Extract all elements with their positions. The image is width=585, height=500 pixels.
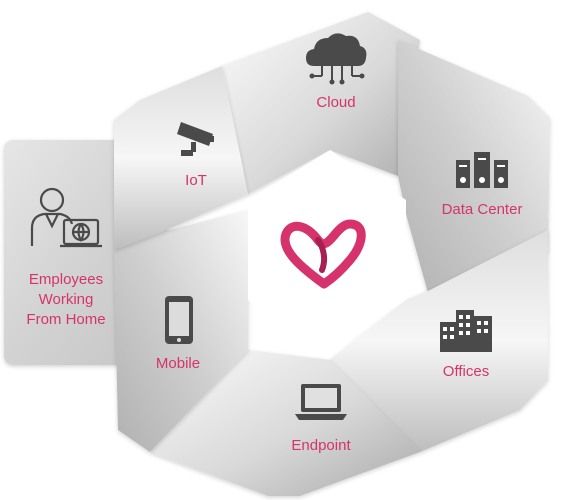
security-camera-icon xyxy=(177,122,214,156)
infinity-heart-logo xyxy=(280,219,366,289)
segment-cloud xyxy=(222,12,420,194)
highlight-label-line-3: From Home xyxy=(26,311,106,328)
segment-iot xyxy=(114,66,248,250)
segment-label-endpoint: Endpoint xyxy=(291,437,351,454)
highlight-label: Employees Working From Home xyxy=(11,270,121,330)
segment-label-cloud: Cloud xyxy=(316,94,356,111)
highlight-label-line-1: Employees xyxy=(28,271,104,288)
segment-label-offices: Offices xyxy=(442,363,490,380)
server-rack-icon xyxy=(456,152,508,188)
segment-endpoint xyxy=(150,350,420,496)
laptop-icon xyxy=(295,384,347,420)
remote-worker-icon xyxy=(30,187,102,248)
center-hexagon xyxy=(248,150,406,350)
office-building-icon xyxy=(440,310,492,352)
segment-label-data-center: Data Center xyxy=(441,201,523,218)
highlight-label-line-2: Working xyxy=(38,291,94,308)
cloud-network-icon xyxy=(306,33,367,85)
smartphone-icon xyxy=(165,296,193,344)
segment-label-mobile: Mobile xyxy=(155,355,201,372)
segment-label-iot: IoT xyxy=(185,172,207,189)
segment-offices xyxy=(330,230,548,452)
